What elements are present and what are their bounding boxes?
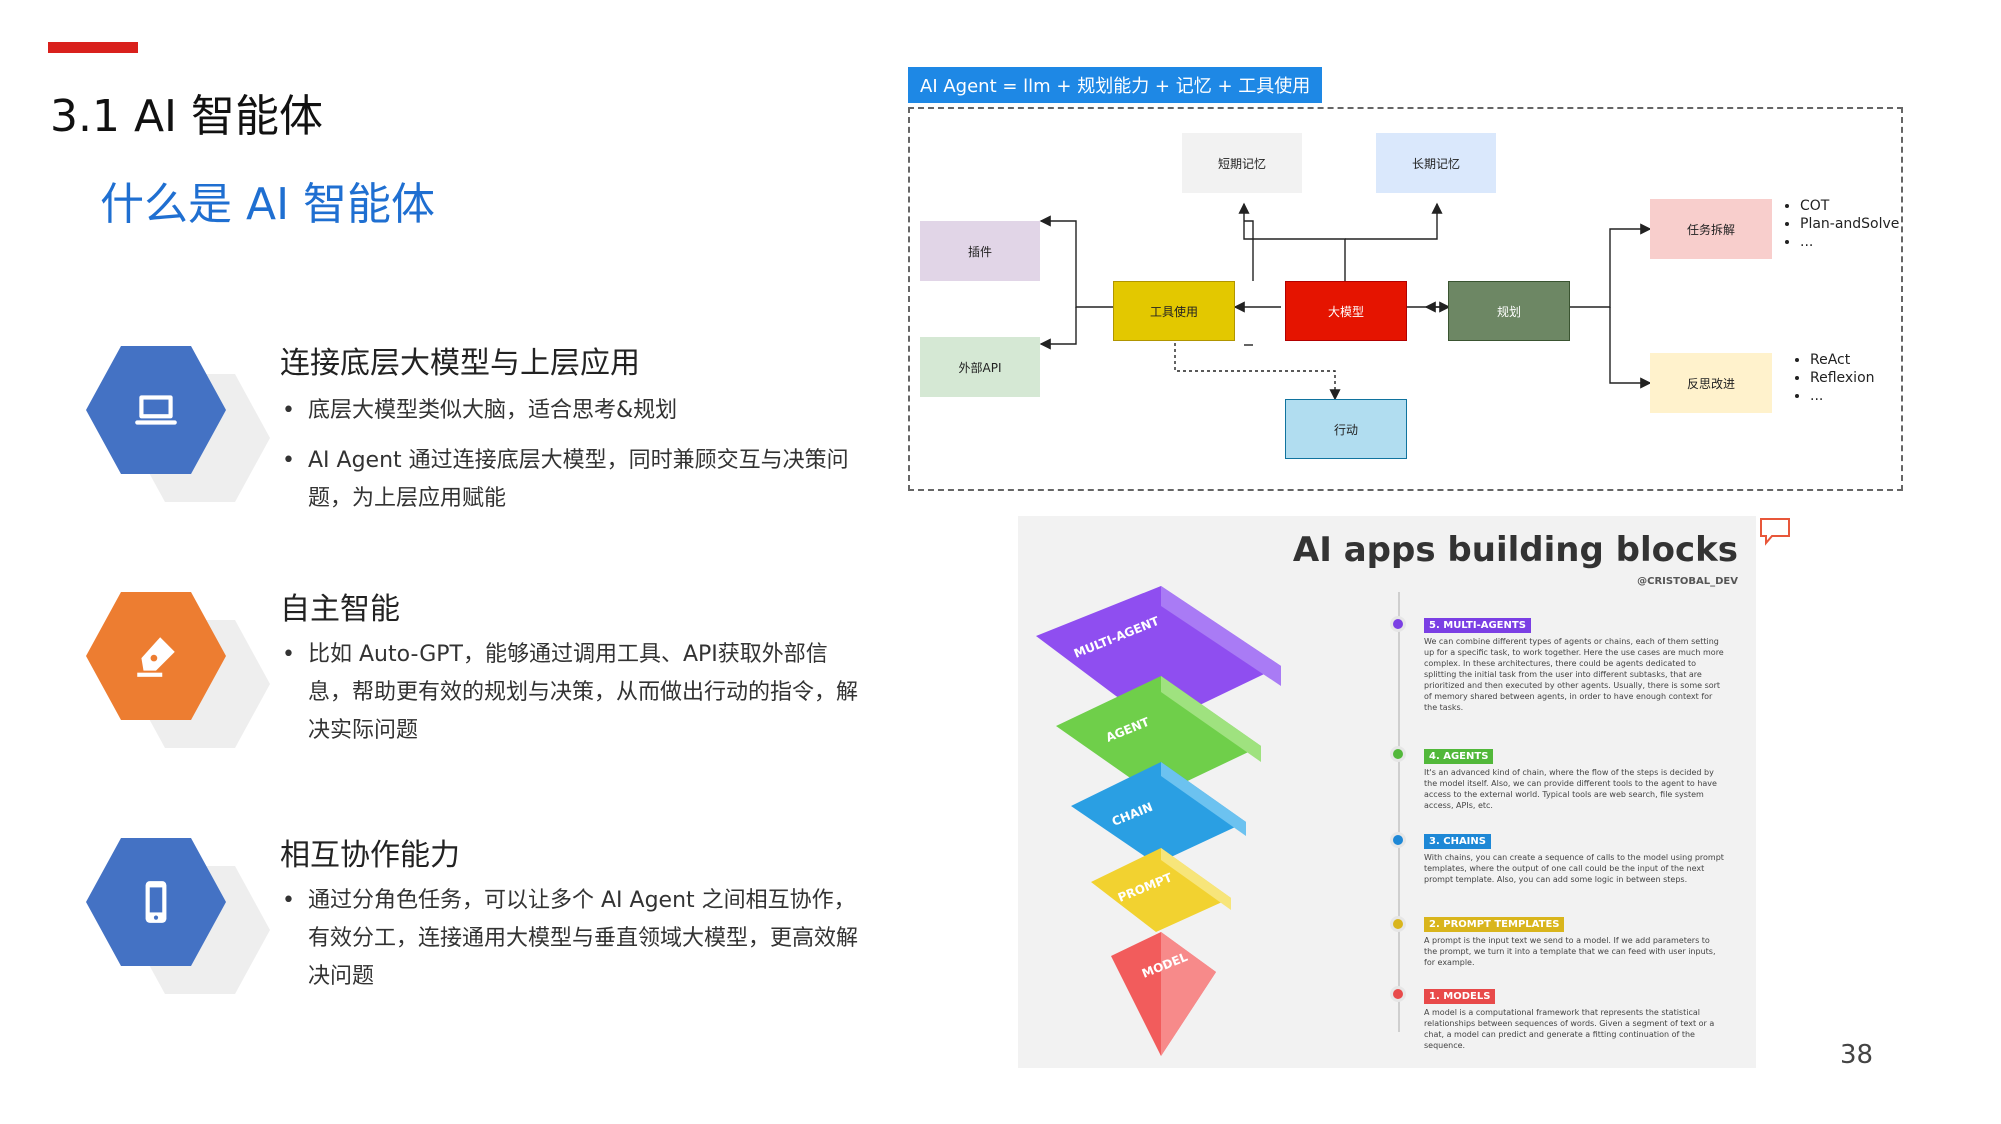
phone-icon (145, 881, 167, 923)
section-3-hex (86, 838, 270, 994)
block-item-chains: 3. CHAINS With chains, you can create a … (1424, 834, 1724, 884)
timeline-dot (1390, 832, 1406, 848)
timeline-dot (1390, 746, 1406, 762)
node-planning: 规划 (1448, 281, 1570, 341)
block-item-multi-agents: 5. MULTI-AGENTS We can combine different… (1424, 618, 1724, 712)
timeline-dot (1390, 916, 1406, 932)
section-2-bullets: 比如 Auto-GPT，能够通过调用工具、API获取外部信息，帮助更有效的规划与… (280, 636, 870, 762)
layer-multi-agent: MULTI-AGENT (1036, 586, 1281, 726)
laptop-icon (135, 395, 177, 425)
node-tool-use: 工具使用 (1113, 281, 1235, 341)
page-subtitle: 什么是 AI 智能体 (100, 179, 436, 230)
section-3-bullets: 通过分角色任务，可以让多个 AI Agent 之间相互协作，有效分工，连接通用大… (280, 882, 870, 1008)
page-number: 38 (1840, 1040, 1874, 1070)
bullet-item: 底层大模型类似大脑，适合思考&规划 (280, 392, 870, 430)
blocks-title: AI apps building blocks (1292, 530, 1738, 570)
node-short-memory: 短期记忆 (1182, 133, 1302, 193)
node-external-api: 外部API (920, 337, 1040, 397)
page-title: 3.1 AI 智能体 (50, 91, 324, 142)
agent-diagram: 短期记忆 长期记忆 插件 外部API 工具使用 大模型 规划 行动 任务拆解 反… (908, 107, 1903, 491)
block-item-prompt-templates: 2. PROMPT TEMPLATES A prompt is the inpu… (1424, 917, 1716, 967)
bullet-item: 通过分角色任务，可以让多个 AI Agent 之间相互协作，有效分工，连接通用大… (280, 882, 870, 996)
node-reflection: 反思改进 (1650, 353, 1772, 413)
timeline-dot (1390, 616, 1406, 632)
node-plugin: 插件 (920, 221, 1040, 281)
layer-prompt: PROMPT (1091, 848, 1231, 932)
blocks-author: @CRISTOBAL_DEV (1637, 576, 1738, 587)
section-1-hex (86, 346, 270, 502)
section-1-title: 连接底层大模型与上层应用 (280, 346, 640, 381)
agent-formula-badge: AI Agent = llm + 规划能力 + 记忆 + 工具使用 (908, 67, 1323, 103)
timeline-dot (1390, 986, 1406, 1002)
pyramid-graphic: MULTI-AGENT AGENT CHAIN PROMPT MODEL (1036, 586, 1281, 1056)
pen-icon (137, 637, 175, 677)
building-blocks-panel: AI apps building blocks @CRISTOBAL_DEV M… (1018, 516, 1756, 1068)
layer-model: MODEL (1111, 932, 1216, 1056)
reflection-list: ReAct Reflexion ... (1792, 351, 1875, 405)
section-1-bullets: 底层大模型类似大脑，适合思考&规划 AI Agent 通过连接底层大模型，同时兼… (280, 392, 870, 530)
comment-icon[interactable] (1758, 516, 1792, 546)
node-long-memory: 长期记忆 (1376, 133, 1496, 193)
node-action: 行动 (1285, 399, 1407, 459)
section-2-title: 自主智能 (280, 592, 400, 627)
layer-agent: AGENT (1056, 676, 1261, 796)
accent-bar (48, 42, 138, 53)
section-3-title: 相互协作能力 (280, 838, 460, 873)
block-item-models: 1. MODELS A model is a computational fra… (1424, 989, 1715, 1050)
node-llm: 大模型 (1285, 281, 1407, 341)
block-item-agents: 4. AGENTS It's an advanced kind of chain… (1424, 749, 1717, 810)
bullet-item: AI Agent 通过连接底层大模型，同时兼顾交互与决策问题，为上层应用赋能 (280, 442, 870, 518)
task-split-list: COT Plan-andSolve ... (1782, 197, 1899, 251)
timeline-line (1398, 592, 1400, 1032)
layer-chain: CHAIN (1071, 762, 1246, 864)
diagram-connectors (1039, 202, 1652, 401)
bullet-item: 比如 Auto-GPT，能够通过调用工具、API获取外部信息，帮助更有效的规划与… (280, 636, 870, 750)
node-task-split: 任务拆解 (1650, 199, 1772, 259)
section-2-hex (86, 592, 270, 748)
